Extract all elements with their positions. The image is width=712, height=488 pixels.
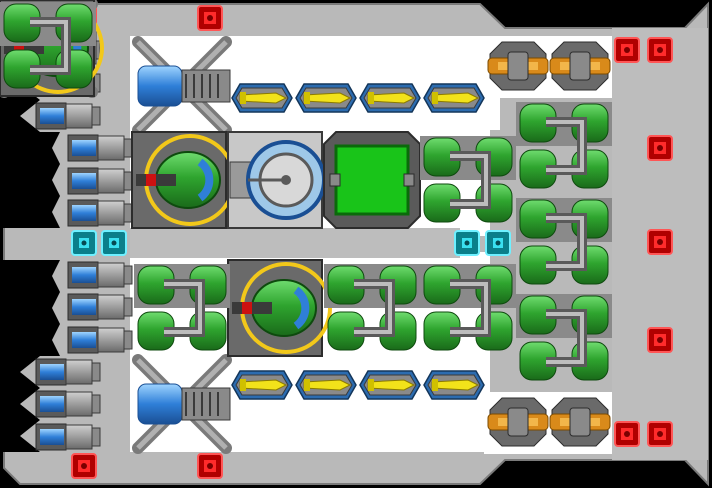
reactor-dome <box>227 131 326 229</box>
thruster-icon <box>67 293 133 321</box>
turret-icon <box>549 41 611 91</box>
thruster-icon <box>67 134 133 162</box>
red-box-icon <box>647 37 673 63</box>
thruster-icon <box>67 326 133 354</box>
missile-icon <box>359 370 421 400</box>
thruster-icon <box>67 167 133 195</box>
red-box-icon <box>647 421 673 447</box>
red-box-icon <box>197 5 223 31</box>
cyan-box-icon <box>101 230 127 256</box>
thruster-icon <box>35 390 101 418</box>
missile-icon <box>231 83 293 113</box>
missile-icon <box>295 370 357 400</box>
red-box-icon <box>647 135 673 161</box>
thruster-icon <box>67 261 133 289</box>
cannon-icon <box>228 260 330 356</box>
missile-icon <box>423 370 485 400</box>
missile-icon <box>423 83 485 113</box>
red-box-icon <box>614 421 640 447</box>
missile-icon <box>295 83 357 113</box>
red-box-icon <box>197 453 223 479</box>
cyan-box-icon <box>454 230 480 256</box>
thruster-icon <box>35 102 101 130</box>
thruster-icon <box>35 358 101 386</box>
cannon-icon <box>132 132 234 228</box>
red-box-icon <box>647 327 673 353</box>
turret-icon <box>549 397 611 447</box>
turret-icon <box>487 41 549 91</box>
command-bridge <box>323 131 421 229</box>
red-box-icon <box>647 229 673 255</box>
thruster-icon <box>67 199 133 227</box>
turret-icon <box>487 397 549 447</box>
red-box-icon <box>614 37 640 63</box>
cyan-box-icon <box>485 230 511 256</box>
missile-icon <box>231 370 293 400</box>
missile-icon <box>359 83 421 113</box>
red-box-icon <box>71 453 97 479</box>
cyan-box-icon <box>71 230 97 256</box>
thruster-icon <box>35 423 101 451</box>
fuel-tanks <box>0 2 612 380</box>
